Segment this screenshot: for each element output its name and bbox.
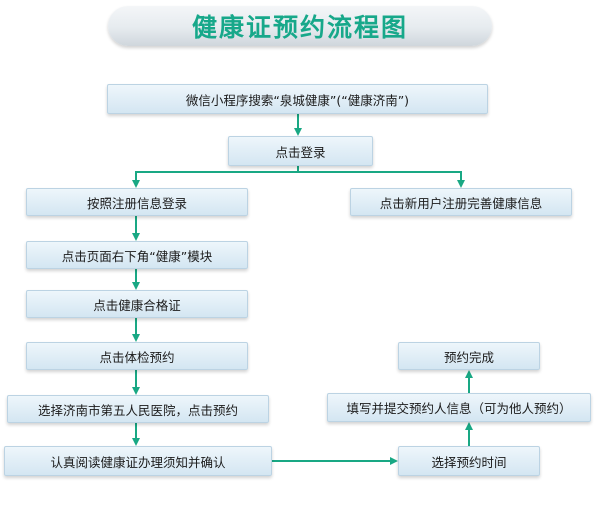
page-title: 健康证预约流程图 [108,6,492,46]
step-login-with-registration: 按照注册信息登录 [26,188,248,216]
step-health-certificate: 点击健康合格证 [26,290,248,318]
step-checkup-booking: 点击体检预约 [26,342,248,370]
step-choose-hospital: 选择济南市第五人民医院，点击预约 [7,395,269,423]
step-choose-time: 选择预约时间 [398,446,540,476]
step-click-login: 点击登录 [228,136,373,166]
step-submit-info: 填写并提交预约人信息（可为他人预约） [327,393,591,422]
step-read-notice: 认真阅读健康证办理须知并确认 [4,446,272,476]
step-search-miniprogram: 微信小程序搜索“泉城健康”(“健康济南”) [107,84,488,114]
arrow-login-to-branches [132,166,299,188]
arrow-login-to-register [298,171,465,188]
step-booking-done: 预约完成 [398,342,540,370]
step-health-module: 点击页面右下角“健康”模块 [26,241,248,269]
step-new-user-register: 点击新用户注册完善健康信息 [350,188,572,216]
